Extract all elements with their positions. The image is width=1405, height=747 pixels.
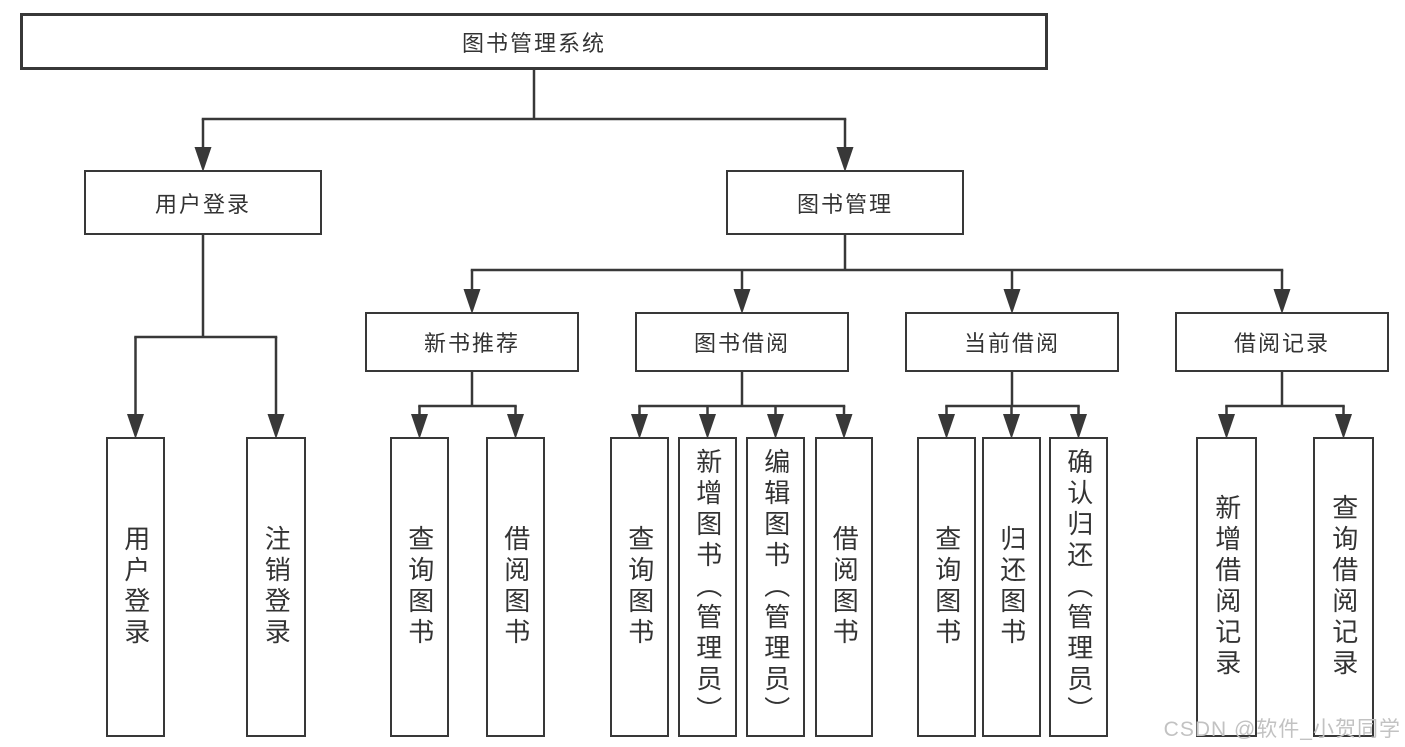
- node-leaf-borrow-book-2: 借阅图书: [815, 437, 873, 737]
- node-leaf-logout: 注销登录: [246, 437, 306, 737]
- node-leaf-add-record: 新增借阅记录: [1196, 437, 1257, 737]
- node-label-leaf-query-book-1: 查询图书: [404, 525, 435, 649]
- node-label-leaf-logout: 注销登录: [261, 525, 292, 649]
- node-leaf-edit-book: 编辑图书（管理员）: [746, 437, 805, 737]
- node-label-leaf-user-login: 用户登录: [120, 525, 151, 649]
- node-label-leaf-borrow-book-1: 借阅图书: [500, 525, 531, 649]
- node-label-grp-current-borrow: 当前借阅: [963, 331, 1060, 356]
- node-grp-book-borrow: 图书借阅: [635, 312, 849, 372]
- node-label-grp-book-mgmt: 图书管理: [796, 191, 893, 217]
- node-label-leaf-edit-book: 编辑图书（管理员）: [760, 447, 791, 727]
- node-leaf-query-book-2: 查询图书: [610, 437, 669, 737]
- node-label-leaf-return-book: 归还图书: [996, 525, 1027, 649]
- node-leaf-user-login: 用户登录: [106, 437, 165, 737]
- node-label-grp-user-login: 用户登录: [154, 191, 251, 217]
- node-label-grp-borrow-records: 借阅记录: [1233, 331, 1330, 356]
- node-leaf-add-book: 新增图书（管理员）: [678, 437, 737, 737]
- node-label-grp-book-borrow: 图书借阅: [693, 331, 790, 356]
- node-grp-current-borrow: 当前借阅: [905, 312, 1119, 372]
- node-label-leaf-query-book-3: 查询图书: [931, 525, 962, 649]
- node-grp-new-book: 新书推荐: [365, 312, 579, 372]
- node-label-leaf-query-book-2: 查询图书: [624, 525, 655, 649]
- node-root: 图书管理系统: [20, 13, 1048, 70]
- node-leaf-query-book-3: 查询图书: [917, 437, 976, 737]
- node-label-grp-new-book: 新书推荐: [423, 331, 520, 356]
- node-grp-book-mgmt: 图书管理: [726, 170, 964, 235]
- node-grp-borrow-records: 借阅记录: [1175, 312, 1389, 372]
- node-grp-user-login: 用户登录: [84, 170, 322, 235]
- node-leaf-borrow-book-1: 借阅图书: [486, 437, 545, 737]
- node-leaf-query-book-1: 查询图书: [390, 437, 449, 737]
- node-leaf-confirm-return: 确认归还（管理员）: [1049, 437, 1108, 737]
- watermark: CSDN @软件_小贺同学: [1163, 718, 1401, 741]
- node-leaf-query-record: 查询借阅记录: [1313, 437, 1374, 737]
- node-label-leaf-add-book: 新增图书（管理员）: [692, 447, 723, 727]
- node-label-leaf-confirm-return: 确认归还（管理员）: [1063, 447, 1094, 727]
- node-label-leaf-borrow-book-2: 借阅图书: [829, 525, 860, 649]
- node-leaf-return-book: 归还图书: [982, 437, 1041, 737]
- node-label-leaf-query-record: 查询借阅记录: [1328, 494, 1359, 680]
- node-label-root: 图书管理系统: [461, 30, 606, 56]
- node-label-leaf-add-record: 新增借阅记录: [1211, 494, 1242, 680]
